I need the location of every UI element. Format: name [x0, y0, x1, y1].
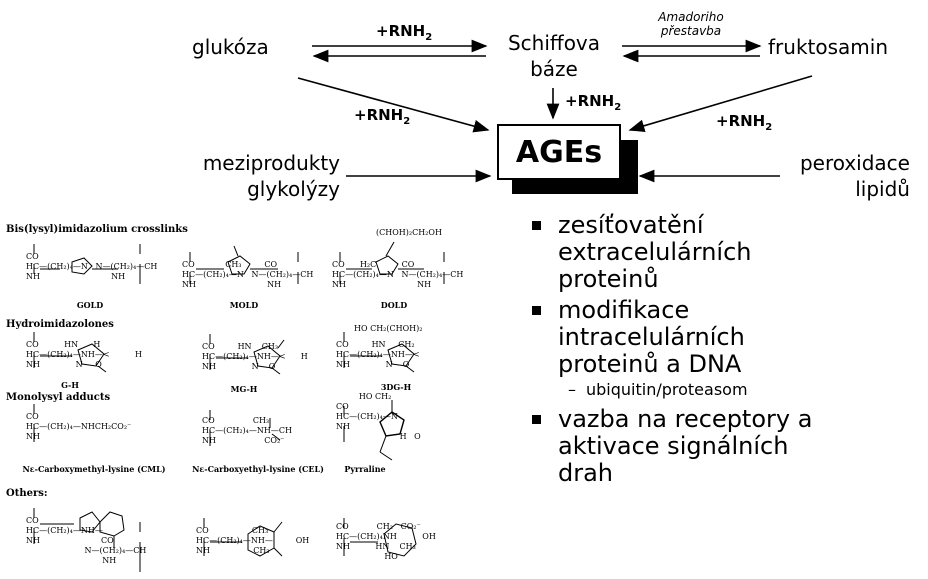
name-3dg-h: 3DG-H	[380, 382, 412, 392]
label-peroxidace-line2: lipidů	[855, 177, 910, 201]
bullet-text: vazba na receptory a	[558, 405, 813, 433]
chemical-structures-panel: Bis(lysyl)imidazolium crosslinks Hydroim…	[0, 222, 480, 579]
bullet-text: intracelulárních	[558, 323, 745, 351]
bullet-item-crosslinking: zesíťovatění extracelulárních proteinů	[530, 212, 925, 293]
structure-gold	[33, 244, 141, 284]
bullet-text: aktivace signálních	[558, 432, 789, 460]
bullet-list: zesíťovatění extracelulárních proteinů m…	[530, 212, 925, 491]
structure-others-1	[33, 508, 141, 572]
label-schiffova-baze: Schiffova báze	[496, 30, 612, 82]
structure-others-2	[203, 518, 283, 557]
bullet-text: modifikace	[558, 296, 690, 324]
dash-icon: –	[568, 380, 576, 399]
label-schiff-line1: Schiffova	[507, 31, 601, 55]
header-hydroimidazolones: Hydroimidazolones	[6, 319, 114, 330]
bullet-text: proteinů	[558, 265, 659, 293]
header-bis-lysyl: Bis(lysyl)imidazolium crosslinks	[6, 224, 188, 235]
label-glukoza: glukóza	[192, 35, 269, 59]
label-rnh2-left: +RNH2	[354, 106, 411, 127]
label-peroxidace-lipidu: peroxidace lipidů	[790, 150, 910, 202]
atoms-cml: CO HC—(CH₂)₄—NHCH₂CO₂⁻ NH	[26, 412, 132, 441]
bullet-text: proteinů a DNA	[558, 350, 742, 378]
name-dold: DOLD	[380, 300, 408, 310]
header-monolysyl: Monolysyl adducts	[6, 392, 111, 403]
sub-bullet-ubiquitin: – ubiquitin/proteasom	[530, 380, 925, 400]
bullet-square-icon	[532, 221, 541, 230]
label-peroxidace-line1: peroxidace	[799, 151, 910, 175]
name-cel: Nε-Carboxyethyl-lysine (CEL)	[192, 464, 324, 474]
structure-drawings	[33, 241, 445, 572]
atoms-pyrraline: HO CH₂ CO HC—(CH₂)₄—N NH H O	[336, 392, 421, 441]
label-rnh2-right: +RNH2	[716, 112, 773, 133]
atoms-others-3: CO CH₂ CO₂⁻ HC—(CH₂)₄NH OH NH HN CH₃ HO	[336, 522, 436, 561]
atoms-3dg-h: CO HN CH₂ HC—(CH₂)₄—NH—< NH N O	[336, 340, 420, 369]
structure-pyrraline	[343, 400, 405, 461]
name-cml: Nε-Carboxymethyl-lysine (CML)	[22, 464, 166, 474]
name-gold: GOLD	[76, 300, 104, 310]
atoms-others-1: CO HC—(CH₂)₄—NH— NH CO N—(CH₂)₄—CH NH	[26, 516, 147, 565]
bullet-square-icon	[532, 415, 541, 424]
ages-box: AGEs	[497, 124, 621, 180]
atoms-gold: CO HC—(CH₂)₄—N N—(CH₂)₄—CH NH NH	[26, 252, 158, 281]
ann-3dg: HO CH₂(CHOH)₂	[354, 324, 423, 333]
structure-mg-h	[209, 334, 285, 375]
sub-bullet-text: ubiquitin/proteasom	[586, 380, 748, 399]
label-rnh2-mid: +RNH2	[565, 92, 622, 113]
label-fruktosamin: fruktosamin	[768, 35, 888, 59]
atoms-cel: CO CH₃ HC—(CH₂)₄—NH—CH NH CO₂⁻	[202, 416, 292, 445]
atoms-others-2: CO CH₃ HC—(CH₂)₄—NH— OH NH CH₃	[196, 526, 310, 555]
label-amadoriho-prestavba: Amadoriho přestavba	[636, 10, 746, 38]
label-meziprodukty-line1: meziprodukty	[202, 151, 340, 175]
label-amadori-line1: Amadoriho	[658, 10, 724, 24]
atoms-dold: CO H₂C CO HC—(CH₂)₄—N N—(CH₂)₄—CH NH NH	[332, 260, 464, 289]
bullet-text: zesíťovatění	[558, 211, 704, 239]
structure-dold	[339, 241, 445, 284]
arrow-fruktosamin-to-ages	[628, 75, 813, 133]
bullet-square-icon	[532, 306, 541, 315]
structure-cel	[209, 410, 281, 446]
structure-3dg-h	[343, 332, 415, 373]
atoms-mold: CO CH₃ CO HC—(CH₂)₄—N N—(CH₂)₄—CH NH NH	[182, 260, 314, 289]
bullet-text: extracelulárních	[558, 238, 752, 266]
atoms-mg-h: CO HN CH₃ HC—(CH₂)₄—NH—< H NH N O	[202, 342, 308, 371]
structure-g-h	[33, 332, 107, 373]
label-amadori-line2: přestavba	[660, 24, 722, 38]
label-schiff-line2: báze	[530, 57, 578, 81]
name-mg-h: MG-H	[230, 384, 258, 394]
bullet-text: drah	[558, 459, 614, 487]
header-others: Others:	[6, 488, 48, 499]
name-pyrraline: Pyrraline	[344, 464, 386, 474]
bullet-item-receptors: vazba na receptory a aktivace signálních…	[530, 406, 925, 487]
ann-dold: (CHOH)₂CH₂OH	[376, 228, 442, 237]
label-rnh2-top: +RNH2	[376, 22, 433, 43]
name-mold: MOLD	[229, 300, 259, 310]
label-meziprodukty-glykolyzy: meziprodukty glykolýzy	[200, 150, 340, 202]
name-g-h: G-H	[61, 380, 79, 390]
label-meziprodukty-line2: glykolýzy	[247, 177, 340, 201]
arrow-glukoza-to-ages	[297, 77, 490, 133]
bullet-item-modification: modifikace intracelulárních proteinů a D…	[530, 297, 925, 378]
structure-mold	[189, 245, 299, 284]
structure-others-3	[343, 518, 417, 557]
atoms-g-h: CO HN H HC—(CH₂)₄—NH—< H NH N O	[26, 340, 142, 369]
